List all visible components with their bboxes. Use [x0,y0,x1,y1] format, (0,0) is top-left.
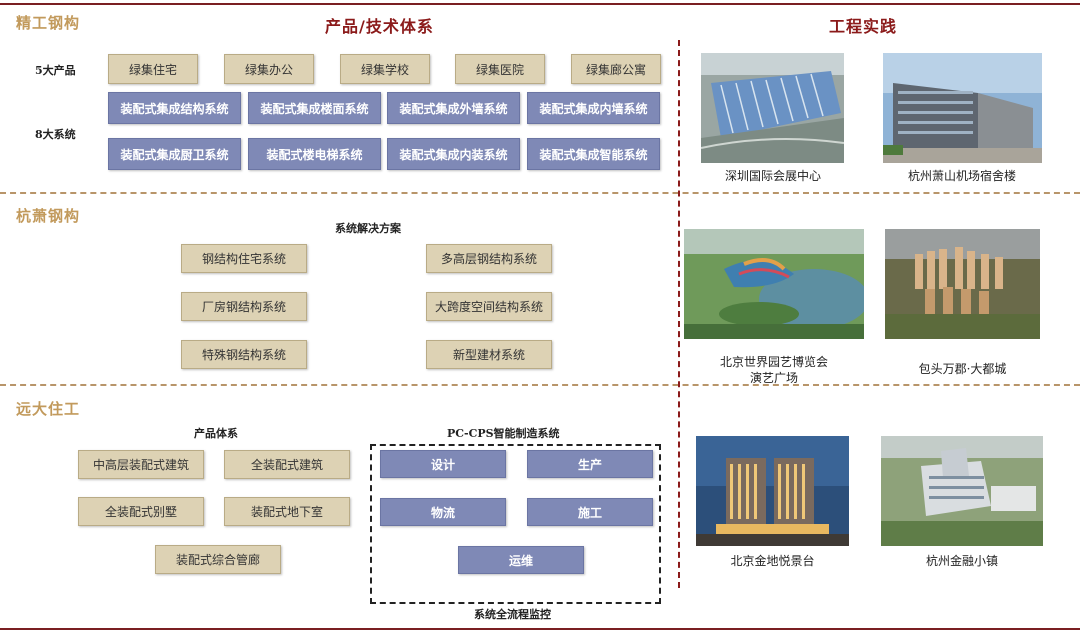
divider-1 [0,192,1080,194]
section-title-hangxiao: 杭萧钢构 [16,207,81,225]
column-divider [678,40,680,588]
solution-box-longspan: 大跨度空间结构系统 [426,292,552,321]
pccps-dashed-frame [370,444,661,604]
system-box-outer-wall: 装配式集成外墙系统 [387,92,520,124]
product-box-hospital: 绿集医院 [455,54,545,84]
systems-label: 8大系统 [35,128,76,141]
pccps-label: PC-CPS智能制造系统 [447,427,560,440]
top-border [0,3,1080,5]
heading-engineering: 工程实践 [829,17,898,36]
system-box-smart: 装配式集成智能系统 [527,138,660,170]
system-box-inner-wall: 装配式集成内墙系统 [527,92,660,124]
system-box-interior: 装配式集成内装系统 [387,138,520,170]
photo-beijing-jindi [696,436,849,546]
solutions-label: 系统解决方案 [335,222,401,235]
pccps-box-logistics: 物流 [380,498,506,526]
system-box-elevator: 装配式楼电梯系统 [248,138,381,170]
product-box-school: 绿集学校 [340,54,430,84]
monitor-label: 系统全流程监控 [474,608,551,621]
product-box-residence: 绿集住宅 [108,54,198,84]
caption-baotou: 包头万郡·大都城 [918,362,1007,376]
caption-hangzhou-finance: 杭州金融小镇 [925,554,998,568]
yuanda-box-full: 全装配式建筑 [224,450,350,479]
caption-beijing-jindi: 北京金地悦景台 [730,554,815,568]
solution-box-highrise: 多高层钢结构系统 [426,244,552,273]
solution-box-factory: 厂房钢结构系统 [181,292,307,321]
photo-hangzhou-dormitory [883,53,1042,163]
system-box-floor: 装配式集成楼面系统 [248,92,381,124]
product-box-apartment: 绿集廊公寓 [571,54,661,84]
section-title-jinggong: 精工钢构 [16,14,81,32]
pccps-box-design: 设计 [380,450,506,478]
photo-hangzhou-finance [881,436,1043,546]
section-title-yuanda: 远大住工 [16,400,81,418]
heading-product-tech: 产品/技术体系 [325,17,434,36]
divider-2 [0,384,1080,386]
system-box-kitchen-bath: 装配式集成厨卫系统 [108,138,241,170]
photo-beijing-expo [684,229,864,339]
pccps-box-construction: 施工 [527,498,653,526]
yuanda-box-pipe-gallery: 装配式综合管廊 [155,545,281,574]
caption-shenzhen: 深圳国际会展中心 [724,169,821,183]
product-system-label: 产品体系 [194,427,238,440]
solution-box-special: 特殊钢结构系统 [181,340,307,369]
yuanda-box-basement: 装配式地下室 [224,497,350,526]
solution-box-materials: 新型建材系统 [426,340,552,369]
photo-shenzhen-convention [701,53,844,163]
product-box-office: 绿集办公 [224,54,314,84]
system-box-structure: 装配式集成结构系统 [108,92,241,124]
solution-box-residential: 钢结构住宅系统 [181,244,307,273]
photo-baotou-dadu [885,229,1040,339]
yuanda-box-midhigh: 中高层装配式建筑 [78,450,204,479]
products-label: 5大产品 [35,64,76,77]
caption-beijing-expo-2: 演艺广场 [749,371,798,385]
caption-beijing-expo-1: 北京世界园艺博览会 [719,355,828,369]
caption-hangzhou-dorm: 杭州萧山机场宿舍楼 [907,169,1016,183]
yuanda-box-villa: 全装配式别墅 [78,497,204,526]
pccps-box-production: 生产 [527,450,653,478]
pccps-box-operation: 运维 [458,546,584,574]
bottom-border [0,628,1080,630]
